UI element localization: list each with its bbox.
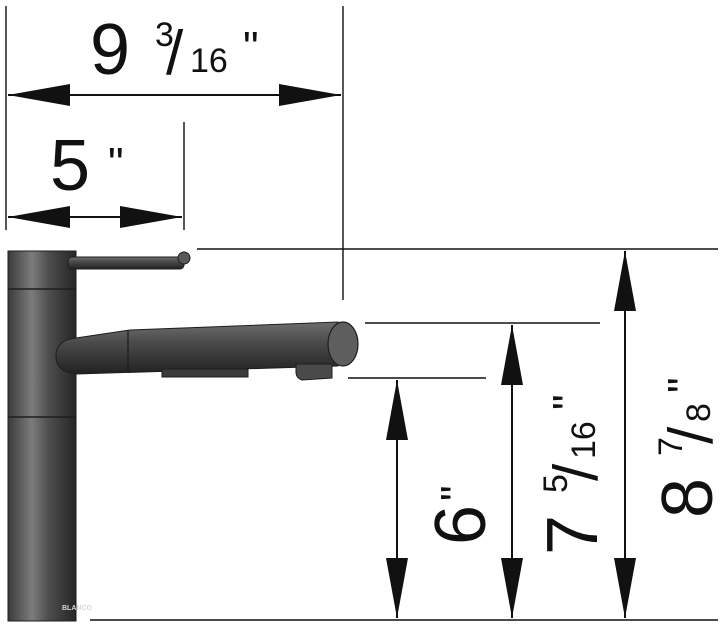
spray-button xyxy=(161,368,249,378)
spout-end xyxy=(327,321,359,367)
overall-height-unit: " xyxy=(659,377,708,393)
overall-reach-whole: 9 xyxy=(90,10,130,90)
base-to-spout-dimension: 5 " xyxy=(8,126,182,228)
spout-outlet-height-dimension: 6 " xyxy=(386,380,501,618)
overall-reach-denominator: 16 xyxy=(190,42,228,80)
overall-reach-dimension: 9 3 / 16 " xyxy=(8,10,341,106)
overall-height-whole: 8 xyxy=(648,478,720,518)
faucet-body xyxy=(7,250,77,622)
spout-top-height-unit: " xyxy=(544,394,593,410)
extension-lines xyxy=(5,6,718,621)
faucet-lever xyxy=(67,256,185,270)
svg-text:/: / xyxy=(657,426,720,444)
base-to-spout-unit: " xyxy=(108,139,124,188)
svg-text:/: / xyxy=(166,19,184,88)
faucet-illustration: BLANCO xyxy=(7,250,359,622)
base-to-spout-whole: 5 xyxy=(50,126,90,206)
spout-outlet xyxy=(295,363,333,381)
brand-mark: BLANCO xyxy=(62,605,92,612)
svg-text:/: / xyxy=(542,463,611,481)
overall-height-dimension: 8 7 / 8 " xyxy=(614,251,720,618)
overall-height-denominator: 8 xyxy=(680,403,718,422)
faucet-spout xyxy=(55,321,339,375)
spout-outlet-height-whole: 6 xyxy=(421,505,501,545)
spout-outlet-height-unit: " xyxy=(432,485,481,501)
spout-top-height-whole: 7 xyxy=(533,515,613,555)
spout-top-height-numerator: 5 xyxy=(537,474,575,493)
overall-reach-numerator: 3 xyxy=(155,16,174,54)
spout-top-height-dimension: 7 5 / 16 " xyxy=(501,325,613,618)
spout-top-height-denominator: 16 xyxy=(565,421,603,459)
overall-reach-unit: " xyxy=(243,23,259,72)
overall-height-numerator: 7 xyxy=(652,437,690,456)
